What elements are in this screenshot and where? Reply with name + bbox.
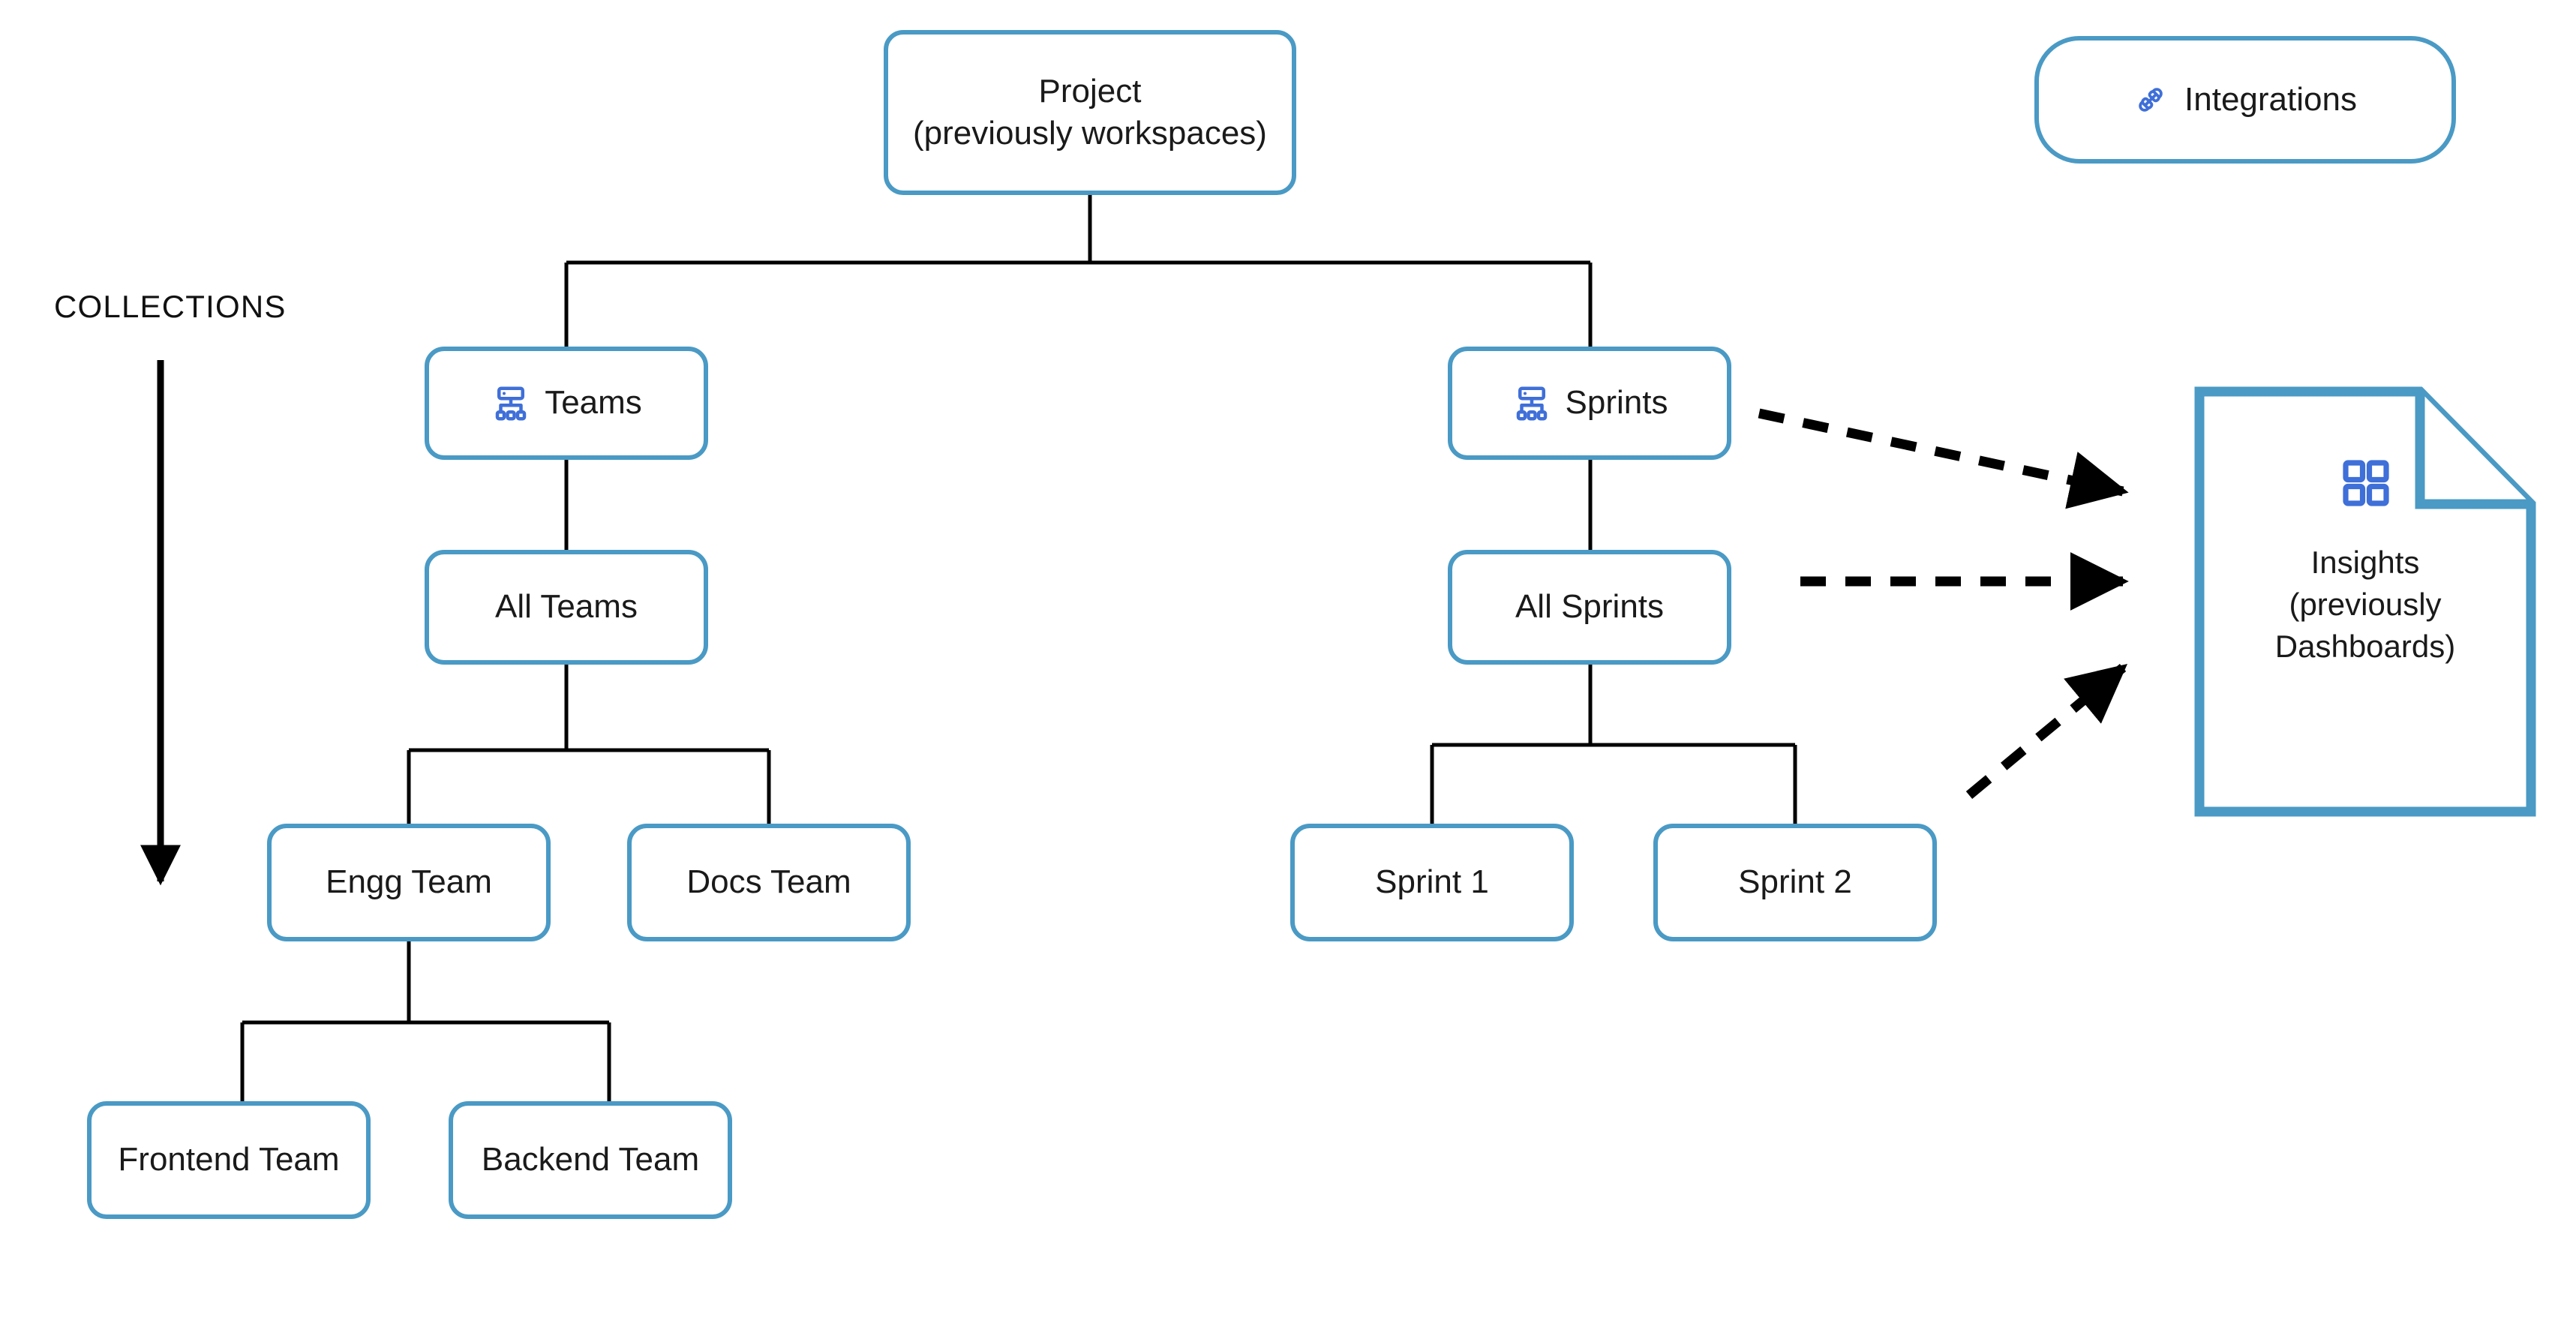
node-frontend-team-label: Frontend Team: [118, 1141, 340, 1178]
node-all-sprints[interactable]: All Sprints: [1448, 550, 1731, 665]
node-engg-team-label: Engg Team: [326, 863, 492, 901]
dashboard-grid-icon: [2339, 456, 2393, 514]
integrations-pill[interactable]: Integrations: [2034, 36, 2456, 164]
plug-icon: [2133, 83, 2168, 117]
insights-label: Insights (previously Dashboards): [2274, 545, 2456, 664]
dashed-insight-arrows: [1758, 408, 2129, 800]
node-engg-team[interactable]: Engg Team: [267, 824, 551, 941]
node-teams-label: Teams: [545, 384, 642, 422]
integrations-label: Integrations: [2184, 81, 2357, 118]
node-frontend-team[interactable]: Frontend Team: [87, 1101, 371, 1219]
node-docs-team-label: Docs Team: [686, 863, 851, 901]
node-sprints-label: Sprints: [1565, 384, 1668, 422]
node-sprint-1[interactable]: Sprint 1: [1290, 824, 1574, 941]
hierarchy-icon: [491, 383, 531, 424]
node-sprint-2-label: Sprint 2: [1738, 863, 1852, 901]
edge-sprints-to-insights: [1758, 408, 2129, 509]
node-sprints[interactable]: Sprints: [1448, 347, 1731, 460]
node-teams[interactable]: Teams: [425, 347, 708, 460]
hierarchy-icon: [1512, 383, 1552, 424]
node-all-teams-label: All Teams: [495, 588, 638, 626]
node-all-sprints-label: All Sprints: [1515, 588, 1665, 626]
edge-sprint2-to-insights: [1965, 663, 2128, 800]
node-sprint-2[interactable]: Sprint 2: [1653, 824, 1937, 941]
node-backend-team-label: Backend Team: [481, 1141, 700, 1178]
node-project-label: Project (previously workspaces): [913, 72, 1267, 152]
node-sprint-1-label: Sprint 1: [1375, 863, 1489, 901]
node-project[interactable]: Project (previously workspaces): [884, 30, 1296, 195]
node-backend-team[interactable]: Backend Team: [449, 1101, 732, 1219]
node-all-teams[interactable]: All Teams: [425, 550, 708, 665]
node-docs-team[interactable]: Docs Team: [627, 824, 911, 941]
collections-label: COLLECTIONS: [54, 289, 287, 324]
